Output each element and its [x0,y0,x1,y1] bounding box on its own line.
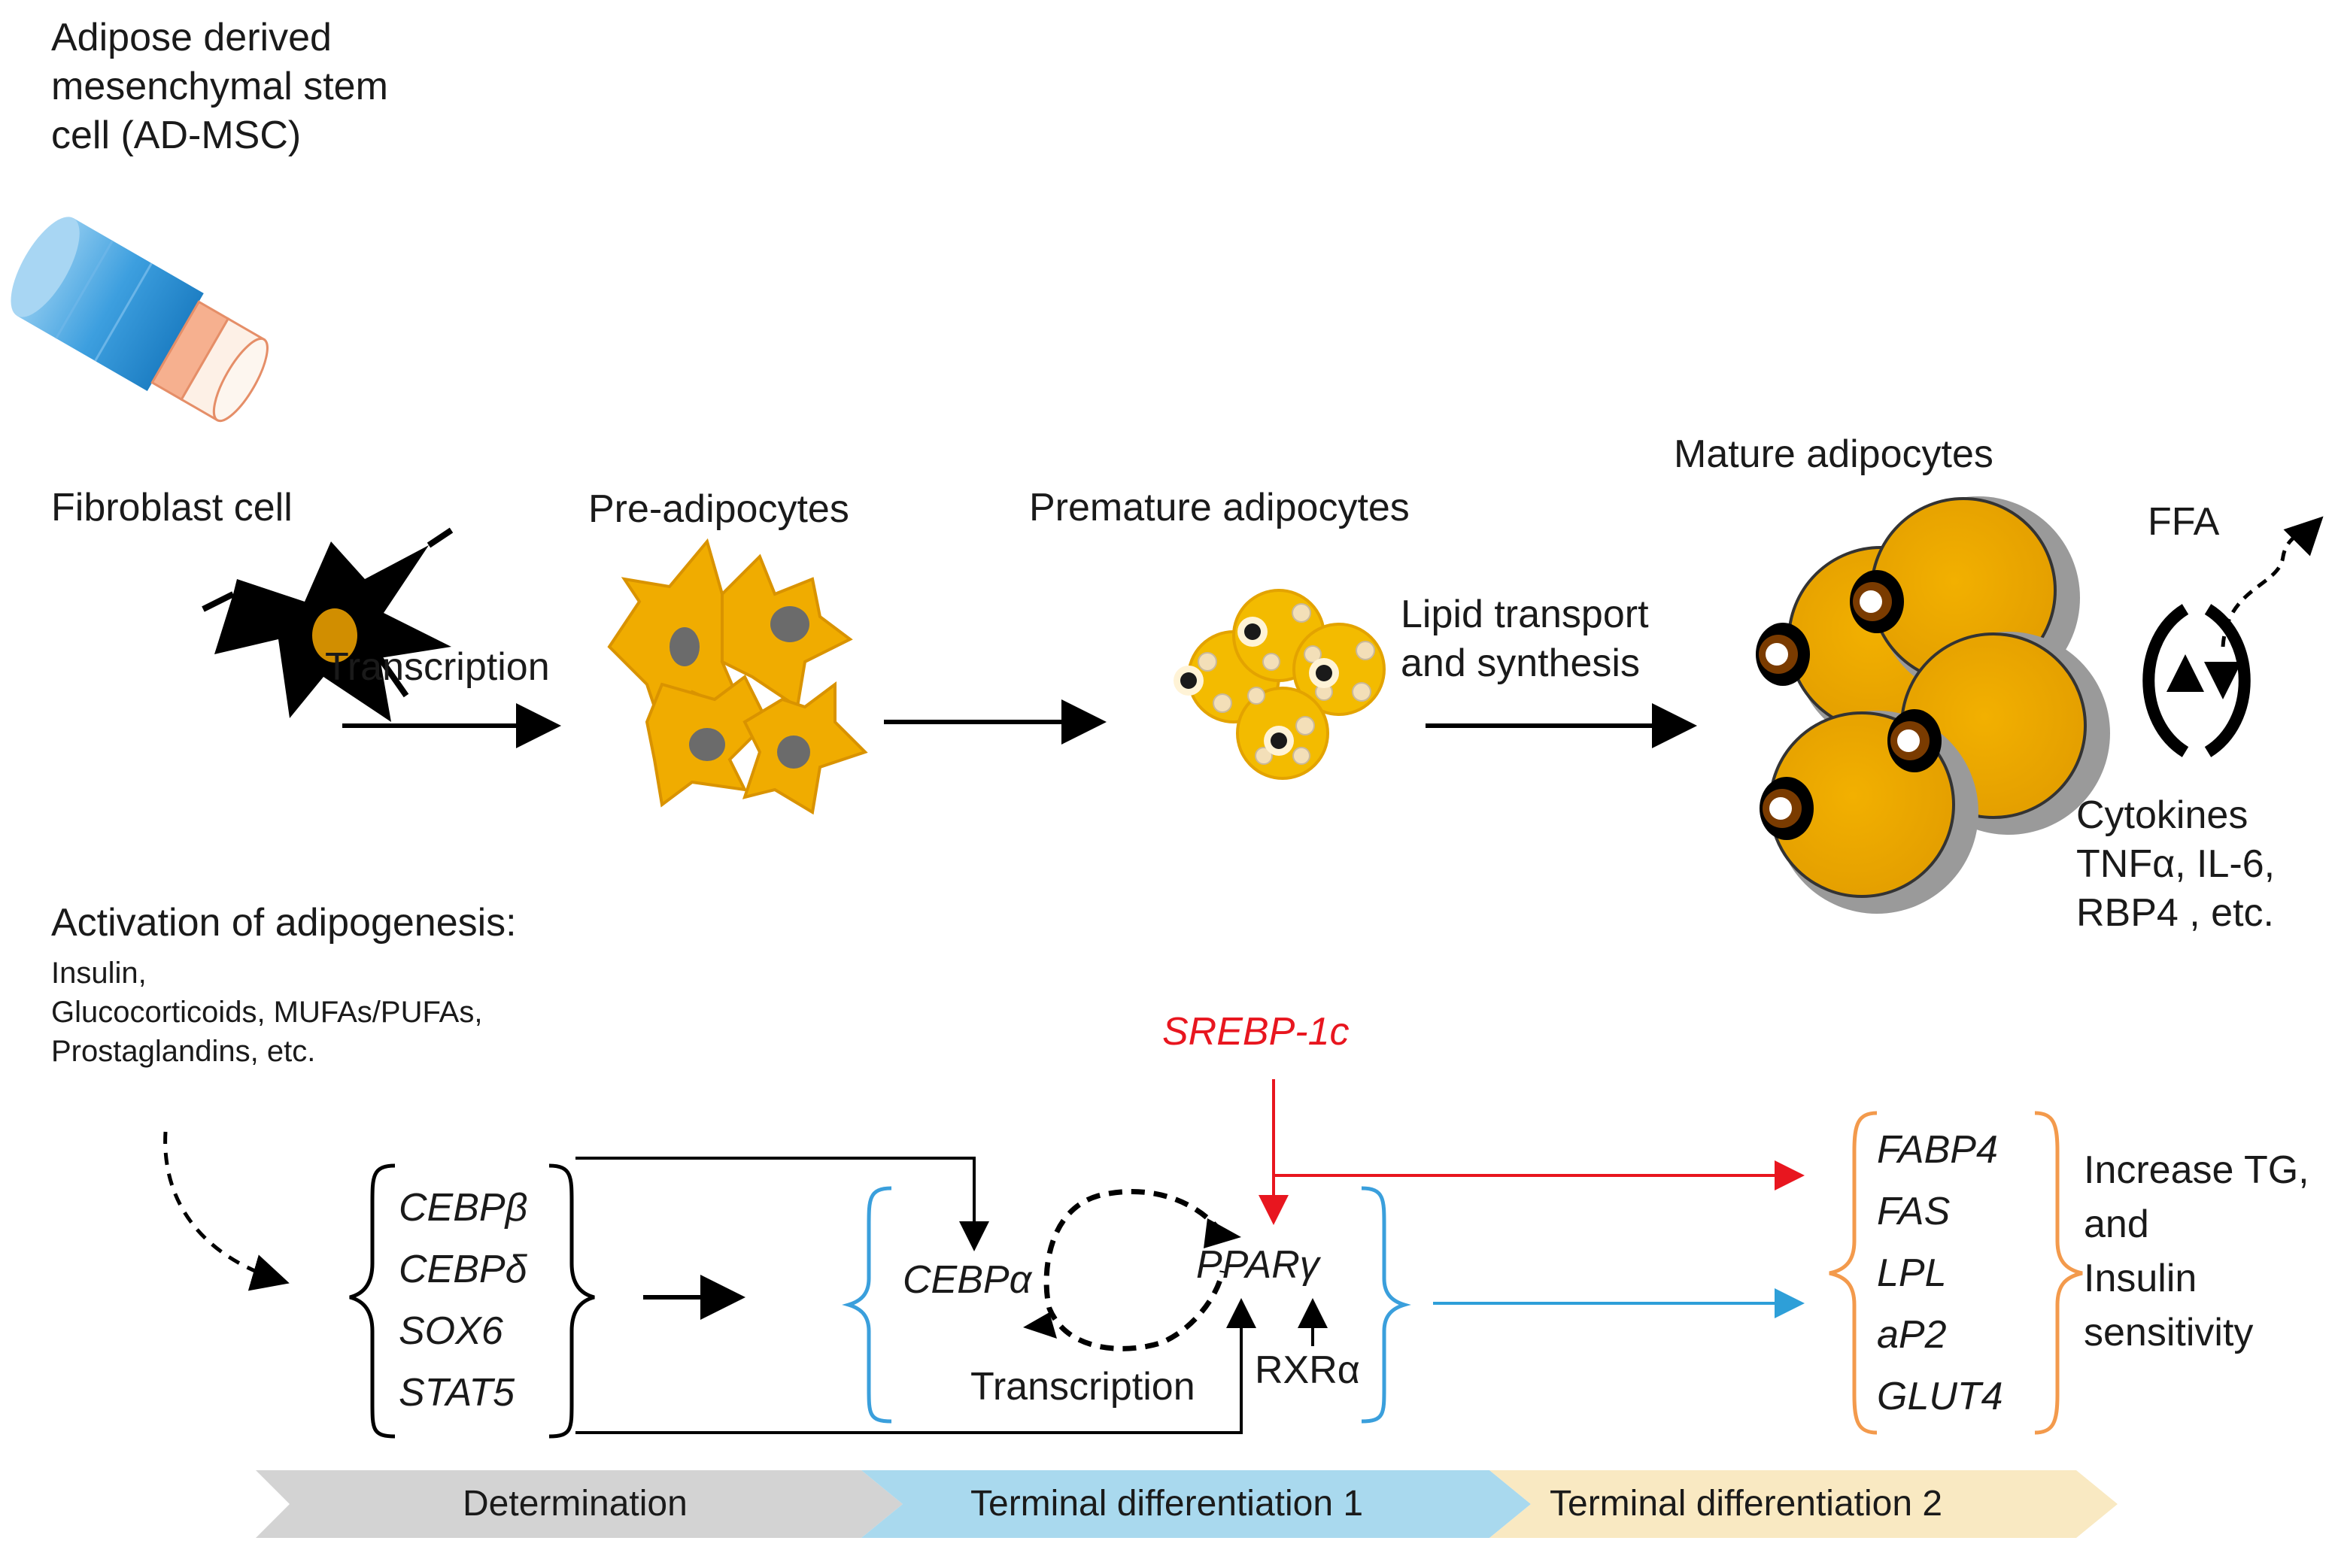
activation-title: Activation of adipogenesis: [51,901,517,945]
stat5-to-pparg-line [575,1298,1256,1434]
gene-fabp4: FABP4 [1877,1128,1998,1172]
lipid-label-line2: and synthesis [1401,641,1640,685]
gene-sox6: SOX6 [399,1309,503,1353]
stem-cell-label-line1: Adipose derived [51,16,332,59]
pre-adipocytes-icon [607,538,868,815]
gene-ap2: aP2 [1877,1313,1947,1357]
rxra-label: RXRα [1255,1348,1360,1392]
activation-factors: Insulin, Glucocorticoids, MUFAs/PUFAs, P… [51,954,482,1071]
fibroblast-label: Fibroblast cell [51,486,293,529]
determination-left-brace [349,1163,396,1439]
cycle-down-arrowhead [2204,662,2242,699]
activation-arrow [163,1131,290,1291]
activation-line3: Prostaglandins, etc. [51,1035,316,1068]
outcome-line2: and [2084,1203,2149,1246]
lipid-label-line1: Lipid transport [1401,593,1649,636]
target-gene-list: FABP4 FAS LPL aP2 GLUT4 [1877,1119,2003,1427]
mature-adipocytes-icon [1756,496,2110,914]
phase-terminal-1-label: Terminal differentiation 1 [970,1484,1364,1524]
transcription-label: Transcription [325,645,550,689]
gene-lpl: LPL [1877,1251,1947,1295]
cytokines-line1: Cytokines [2076,793,2248,837]
cytokines-line2: TNFα, IL-6, [2076,842,2276,886]
cycle-up-arrowhead [2166,654,2204,692]
transcription-loop-arrow [1043,1189,1225,1351]
stem-cell-label-line2: mesenchymal stem [51,65,388,108]
outcome-line4: sensitivity [2084,1311,2254,1354]
targets-right-brace [2034,1111,2083,1435]
mature-adipocytes-label: Mature adipocytes [1674,432,1993,476]
gene-stat5: STAT5 [399,1371,515,1415]
lipid-transport-label: Lipid transport and synthesis [1401,590,1649,688]
premature-adipocytes-label: Premature adipocytes [1029,486,1410,529]
secretion-cycle-icon [2142,604,2251,757]
cebpb-to-cebpa-line [575,1157,989,1251]
gene-fas: FAS [1877,1190,1951,1233]
outcome-label: Increase TG, and Insulin sensitivity [2084,1143,2309,1360]
fibroblast-cell-icon [202,527,454,722]
targets-left-brace [1829,1111,1878,1435]
activation-line2: Glucocorticoids, MUFAs/PUFAs, [51,996,483,1029]
loop-arrowhead-to-pparg [1204,1218,1241,1248]
phase-terminal-1-chevron [861,1470,1531,1538]
gene-pparg: PPARγ [1196,1243,1319,1287]
core-right-bracket [1361,1186,1411,1424]
premature-adipocytes-icon [1174,589,1386,780]
phase-terminal-2-chevron [1489,1470,2118,1538]
determination-right-brace [548,1163,595,1439]
phase-terminal-2-label: Terminal differentiation 2 [1550,1484,1943,1524]
phase-determination-chevron [256,1470,903,1538]
outcome-line1: Increase TG, [2084,1148,2309,1192]
cytokines-line3: RBP4 , etc. [2076,891,2274,935]
gene-cebpa: CEBPα [903,1258,1032,1302]
gene-cebpb: CEBPβ [399,1186,528,1230]
gene-glut4: GLUT4 [1877,1375,2003,1418]
activation-line1: Insulin, [51,957,147,990]
phase-determination-label: Determination [463,1484,688,1524]
core-transcription-label: Transcription [970,1365,1195,1409]
gene-cebpd: CEBPδ [399,1248,527,1291]
stem-cell-label: Adipose derived mesenchymal stem cell (A… [51,14,388,160]
cytokines-label: Cytokines TNFα, IL-6, RBP4 , etc. [2076,791,2275,938]
stem-cell-tube-icon [11,217,269,423]
stem-cell-label-line3: cell (AD-MSC) [51,114,302,157]
determination-gene-list: CEBPβ CEBPδ SOX6 STAT5 [399,1177,527,1424]
ffa-release-arrow [2221,516,2324,648]
pre-adipocytes-label: Pre-adipocytes [588,487,849,531]
core-left-bracket [842,1186,892,1424]
ffa-label: FFA [2148,500,2220,544]
gene-srebp-1c: SREBP-1c [1162,1010,1350,1054]
outcome-line3: Insulin [2084,1257,2197,1300]
loop-arrowhead-to-cebpa [1023,1312,1057,1339]
